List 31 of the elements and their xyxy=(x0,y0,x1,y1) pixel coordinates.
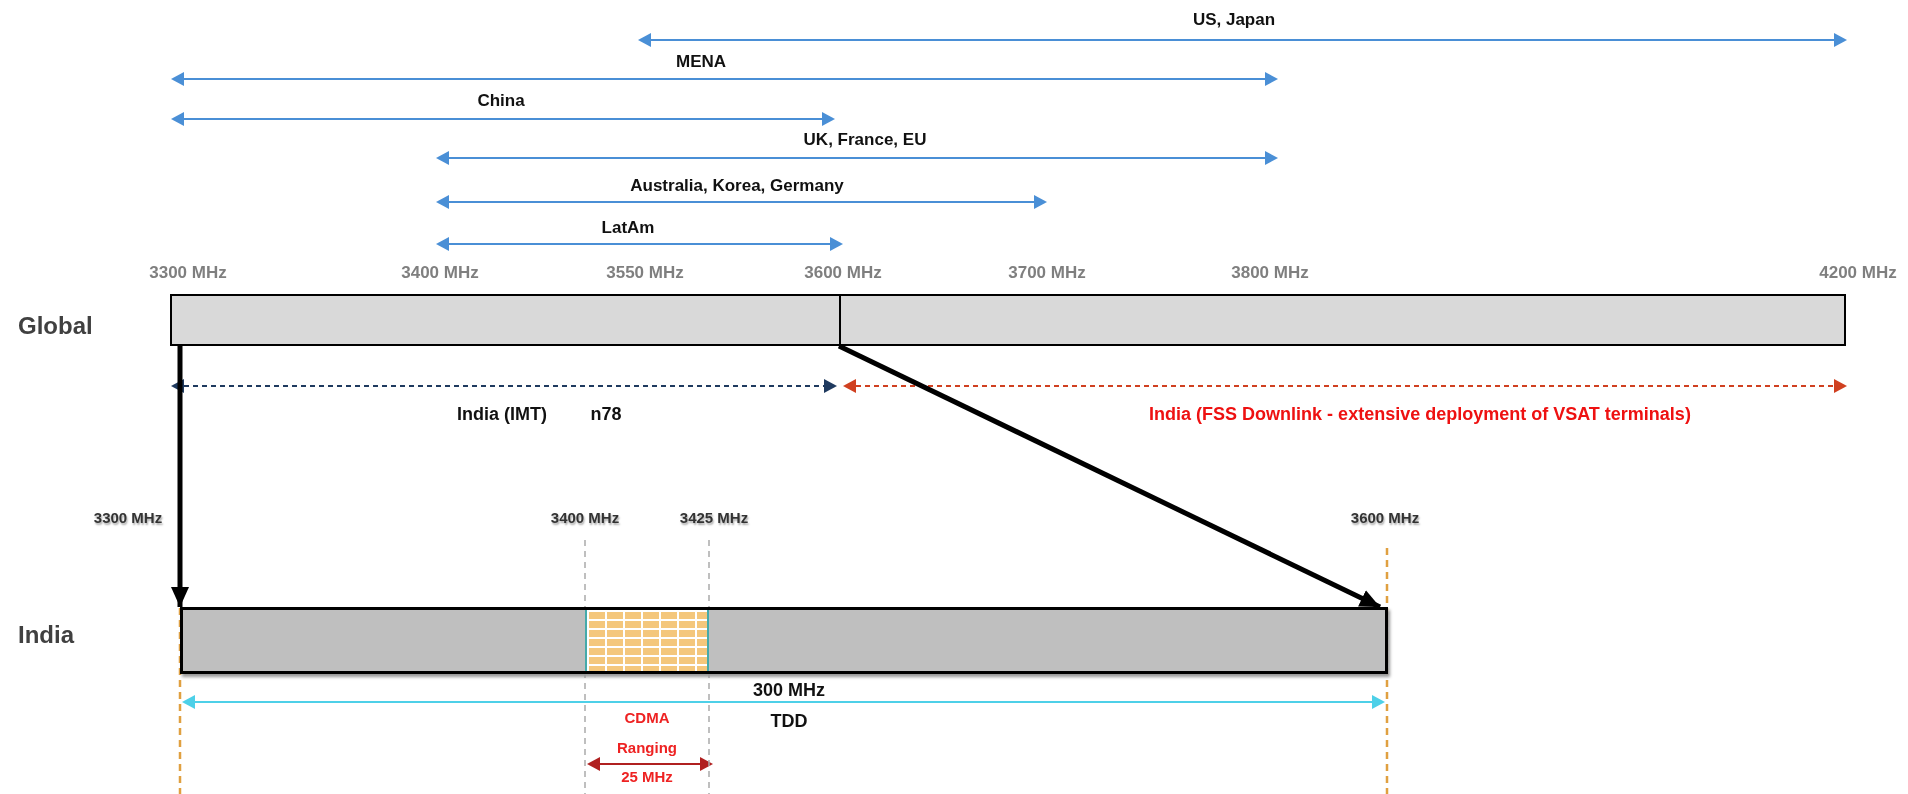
arrow xyxy=(171,346,189,607)
frequency-label: 3600 MHz xyxy=(1350,508,1420,526)
band-label: CDMA Ranging xyxy=(616,708,678,758)
arrow xyxy=(837,343,1382,610)
row-label: India xyxy=(18,621,74,649)
region-label: LatAm xyxy=(601,218,655,238)
row-label: Global xyxy=(18,312,93,340)
band-label: n78 xyxy=(590,403,622,425)
frequency-label: 3550 MHz xyxy=(606,263,684,283)
frequency-band-bar xyxy=(170,294,1846,346)
frequency-label: 3700 MHz xyxy=(1008,263,1086,283)
region-label: US, Japan xyxy=(1192,10,1276,30)
frequency-label: 3600 MHz xyxy=(804,263,882,283)
band-label: India (FSS Downlink - extensive deployment of VSAT terminals) xyxy=(1149,403,1691,425)
duplex-label: TDD xyxy=(770,710,808,732)
region-label: MENA xyxy=(675,52,727,72)
bandwidth-label: 300 MHz xyxy=(753,679,825,701)
frequency-label: 3300 MHz xyxy=(93,508,163,526)
band-label: India (IMT) xyxy=(457,403,547,425)
region-label: UK, France, EU xyxy=(803,130,927,150)
frequency-band-bar xyxy=(180,607,1388,674)
hatched-segment xyxy=(585,610,709,671)
frequency-label: 3300 MHz xyxy=(149,263,227,283)
frequency-label: 3400 MHz xyxy=(550,508,620,526)
region-label: Australia, Korea, Germany xyxy=(630,176,844,196)
frequency-label: 3425 MHz xyxy=(679,508,749,526)
frequency-label: 4200 MHz xyxy=(1819,263,1897,283)
bandwidth-label: 25 MHz xyxy=(620,768,674,786)
frequency-label: 3400 MHz xyxy=(401,263,479,283)
frequency-label: 3800 MHz xyxy=(1231,263,1309,283)
region-label: China xyxy=(477,91,525,111)
